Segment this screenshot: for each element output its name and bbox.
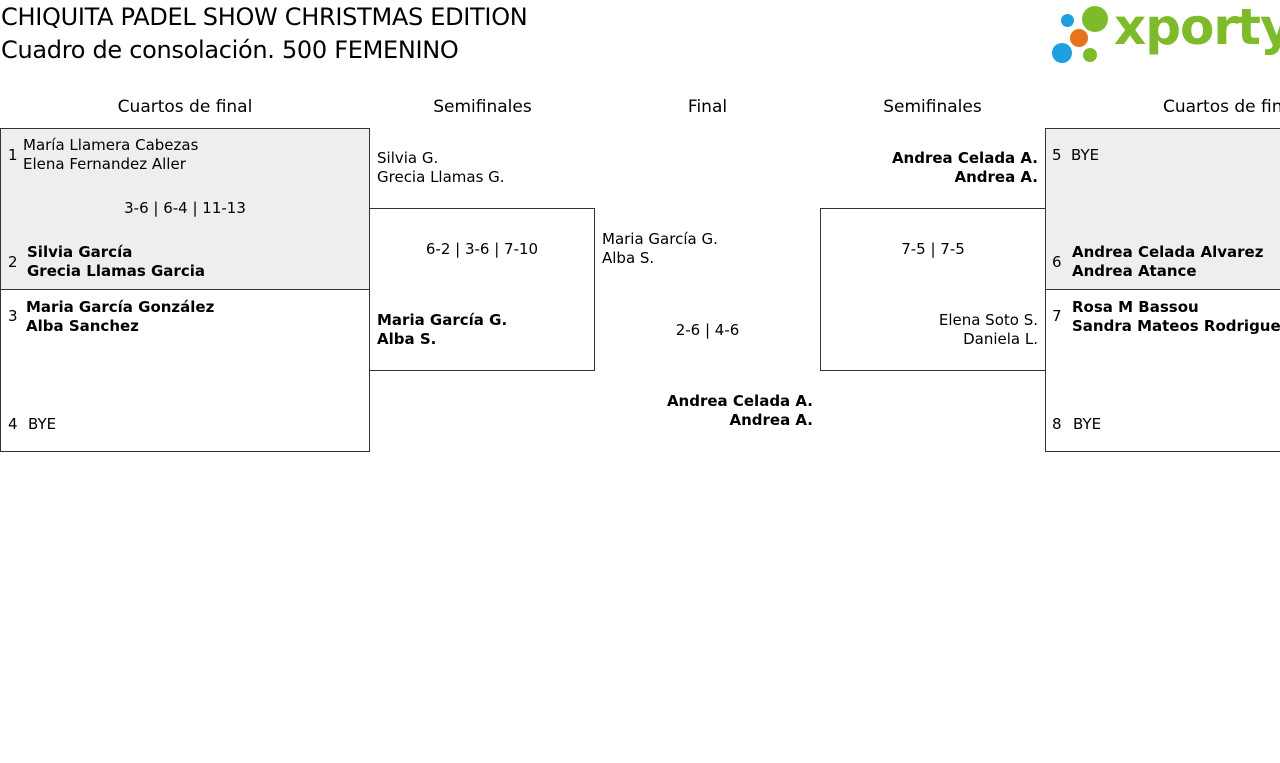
player-name: Silvia G. (377, 149, 439, 167)
qf-match-4[interactable] (1045, 289, 1280, 452)
round-head-left-qf: Cuartos de final (117, 97, 253, 117)
player-name: Andrea Celada Alvarez (1072, 243, 1264, 261)
player-name: Alba Sanchez (26, 317, 139, 335)
player-name: Elena Fernandez Aller (23, 155, 186, 173)
player-name: Maria García G. (377, 311, 508, 329)
logo-dot-blue-large-icon (1052, 43, 1072, 63)
player-name: Grecia Llamas G. (377, 168, 505, 186)
logo-dot-blue-icon (1061, 14, 1074, 27)
xporty-logo[interactable]: xporty (1050, 0, 1280, 66)
player-name: Maria García G. (602, 230, 718, 248)
round-head-right-sf: Semifinales (883, 97, 982, 117)
seed-3: 3 (8, 307, 18, 325)
seed-7: 7 (1052, 307, 1062, 325)
logo-dot-green-small-icon (1083, 48, 1097, 62)
seed-5: 5 (1052, 146, 1062, 164)
seed-2: 2 (8, 253, 18, 271)
player-name: Daniela L. (963, 330, 1038, 348)
player-name: Sandra Mateos Rodriguez (1072, 317, 1280, 335)
sf-match-left[interactable] (369, 208, 595, 371)
player-name: Rosa M Bassou (1072, 298, 1199, 316)
player-name: BYE (1073, 415, 1102, 433)
round-head-final: Final (687, 97, 728, 117)
player-name: María Llamera Cabezas (23, 136, 199, 154)
player-name: Grecia Llamas Garcia (27, 262, 205, 280)
page-subtitle: Cuadro de consolación. 500 FEMENINO (1, 36, 459, 64)
logo-dot-orange-icon (1070, 29, 1088, 47)
player-name: Andrea A. (954, 168, 1038, 186)
player-name: Andrea Atance (1072, 262, 1197, 280)
player-name: Maria García González (26, 298, 215, 316)
player-name: BYE (28, 415, 57, 433)
seed-8: 8 (1052, 415, 1062, 433)
seed-1: 1 (8, 146, 18, 164)
match-score: 7-5 | 7-5 (901, 240, 965, 258)
logo-text: xporty (1114, 0, 1280, 56)
match-score: 3-6 | 6-4 | 11-13 (124, 199, 246, 217)
round-head-right-qf: Cuartos de final (1163, 97, 1280, 117)
player-name: Alba S. (602, 249, 655, 267)
match-score: 2-6 | 4-6 (675, 321, 740, 339)
player-name: Elena Soto S. (938, 311, 1038, 329)
player-name: Silvia García (27, 243, 133, 261)
logo-dot-green-icon (1082, 6, 1108, 32)
page-title: CHIQUITA PADEL SHOW CHRISTMAS EDITION (1, 3, 528, 31)
player-name: Andrea A. (729, 411, 813, 429)
player-name: Alba S. (377, 330, 437, 348)
match-score: 6-2 | 3-6 | 7-10 (425, 240, 539, 258)
seed-4: 4 (8, 415, 18, 433)
qf-match-1[interactable] (0, 128, 370, 290)
player-name: Andrea Celada A. (666, 392, 813, 410)
qf-match-3[interactable] (1045, 128, 1280, 290)
seed-6: 6 (1052, 253, 1062, 271)
round-head-left-sf: Semifinales (433, 97, 532, 117)
player-name: Andrea Celada A. (891, 149, 1038, 167)
player-name: BYE (1071, 146, 1100, 164)
